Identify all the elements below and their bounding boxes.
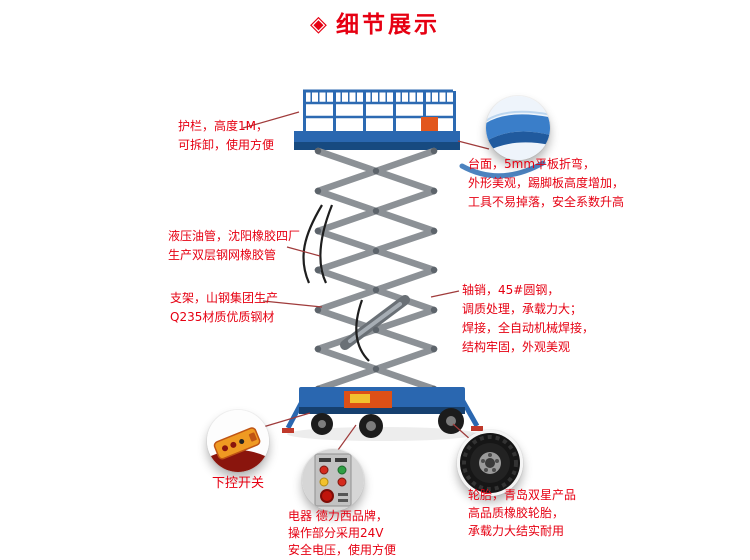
detail-circle-tire (457, 430, 523, 496)
callout-line: 液压油管，沈阳橡胶四厂 (168, 229, 301, 243)
callout-lower-control: 下控开关 (212, 474, 264, 493)
callout-line: 支架，山钢集团生产 (170, 291, 279, 305)
detail-circle-remote (207, 410, 269, 472)
callout-line: 轮胎，青岛双星产品 (468, 488, 577, 502)
leader-line-pin (430, 290, 460, 298)
callout-line: 结构牢固，外观美观 (462, 340, 571, 354)
electric-panel-icon (302, 449, 364, 511)
hydraulic-hoses (302, 204, 370, 362)
callout-frame: 支架，山钢集团生产 Q235材质优质钢材 (170, 289, 278, 327)
diamond-icon: ◈ (310, 12, 327, 37)
leader-line-hose (286, 246, 321, 257)
remote-control-icon (207, 410, 269, 472)
upper-control-box (421, 117, 438, 131)
callout-line: 承载力大结实耐用 (468, 524, 565, 538)
callout-guardrail: 护栏，高度1M， 可拆卸，使用方便 (178, 117, 274, 155)
callout-line: 高品质橡胶轮胎， (468, 506, 565, 520)
callout-line: 工具不易掉落，安全系数升高 (468, 195, 625, 209)
callout-line: 电器 德力西品牌， (288, 509, 388, 523)
callout-line: 下控开关 (212, 476, 265, 491)
platform-closeup-icon (486, 96, 550, 160)
chassis-base (299, 387, 465, 414)
platform-deck (294, 131, 460, 150)
page-header: ◈ 细节展示 (0, 8, 750, 42)
callout-line: 生产双层钢网橡胶管 (168, 248, 277, 262)
callout-line: 轴销，45#圆钢， (462, 283, 560, 297)
detail-circle-platform (486, 96, 550, 160)
page-title: 细节展示 (335, 11, 440, 38)
callout-line: 安全电压，使用方便 (288, 543, 397, 557)
leader-line-guardrail (242, 111, 300, 129)
callout-line: 台面，5mm平板折弯， (468, 157, 596, 171)
callout-line: 护栏，高度1M， (178, 119, 268, 133)
callout-line: 操作部分采用24V (288, 526, 384, 540)
leader-line-remote (262, 412, 311, 428)
callout-axle-pin: 轴销，45#圆钢， 调质处理，承载力大； 焊接，全自动机械焊接， 结构牢固，外观… (462, 281, 594, 357)
leader-line-electric (337, 424, 357, 451)
leader-lines (242, 111, 490, 451)
callout-line: 调质处理，承载力大； (462, 302, 583, 316)
callout-platform: 台面，5mm平板折弯， 外形美观，踢脚板高度增加， 工具不易掉落，安全系数升高 (468, 155, 624, 212)
ground-shadow (287, 427, 477, 441)
blue-swoosh-accent (459, 160, 546, 179)
callout-hydraulic-hose: 液压油管，沈阳橡胶四厂 生产双层钢网橡胶管 (168, 227, 300, 265)
callout-line: 可拆卸，使用方便 (178, 138, 275, 152)
detail-circle-electric (302, 449, 364, 511)
callout-line: 外形美观，踢脚板高度增加， (468, 176, 625, 190)
callout-line: Q235材质优质钢材 (170, 310, 275, 324)
callout-line: 焊接，全自动机械焊接， (462, 321, 595, 335)
leader-line-platform (457, 140, 490, 150)
callout-tire: 轮胎，青岛双星产品 高品质橡胶轮胎， 承载力大结实耐用 (468, 486, 576, 540)
leader-line-frame (262, 300, 323, 308)
tire-icon (457, 430, 523, 496)
hydraulic-cylinder (340, 295, 410, 350)
callout-electric: 电器 德力西品牌， 操作部分采用24V 安全电压，使用方便 (288, 508, 396, 559)
scissor-mechanism (314, 147, 438, 393)
guardrail (303, 89, 456, 131)
